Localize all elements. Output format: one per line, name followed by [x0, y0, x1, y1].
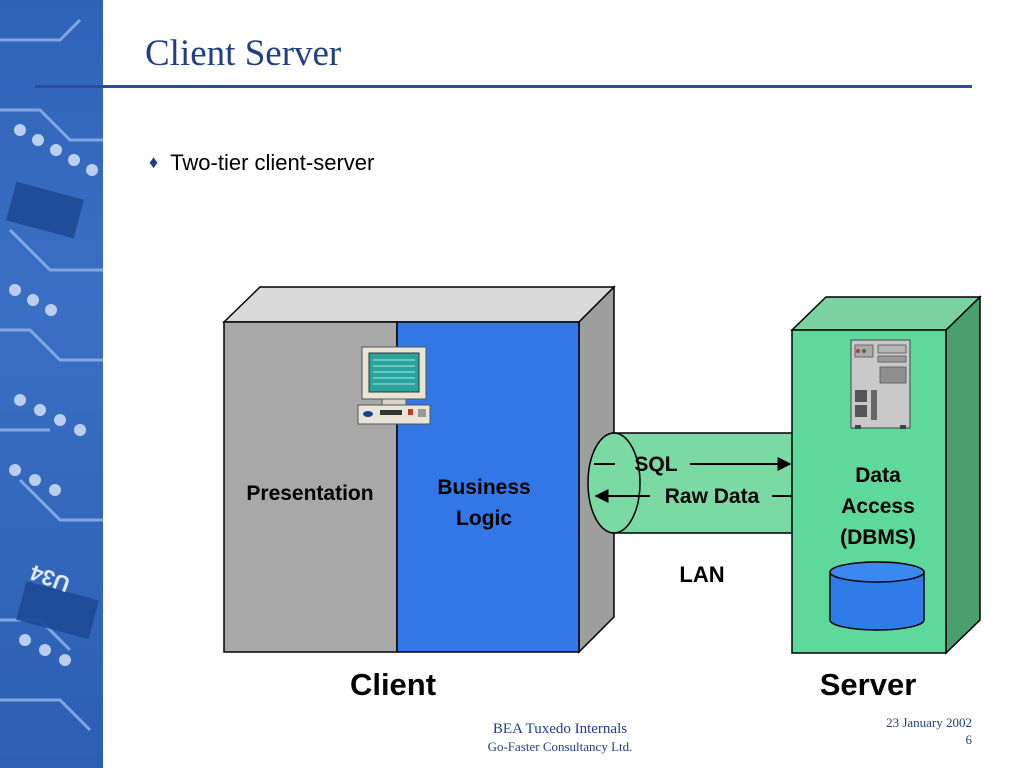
page-title: Client Server [145, 33, 342, 74]
business-logic-label-line1: Business [437, 476, 530, 499]
footer-meta: 23 January 2002 6 [852, 714, 972, 748]
raw-data-label: Raw Data [665, 485, 760, 508]
data-access-label-line2: Access [841, 495, 915, 518]
sidebar-decoration: U34 [0, 0, 103, 768]
circuit-board-graphic [0, 18, 103, 732]
server-tower-icon [850, 339, 911, 429]
bullet-text: Two-tier client-server [170, 150, 375, 175]
lan-pipe [587, 432, 792, 534]
footer-date: 23 January 2002 [886, 715, 972, 730]
data-access-label-line3: (DBMS) [840, 526, 916, 549]
footer-course-title: BEA Tuxedo Internals [492, 721, 628, 737]
title-divider [35, 85, 972, 88]
lan-label: LAN [679, 562, 724, 587]
database-cylinder-icon [829, 561, 925, 631]
client-box [222, 285, 616, 654]
footer-company: Go-Faster Consultancy Ltd. [487, 739, 633, 754]
bullet-item: ♦ Two-tier client-server [149, 150, 374, 176]
diamond-bullet-icon: ♦ [149, 152, 159, 172]
server-label: Server [820, 667, 917, 702]
business-logic-label-line2: Logic [456, 507, 512, 530]
page-number: 6 [965, 732, 973, 747]
presentation-label: Presentation [246, 482, 373, 505]
sql-label: SQL [634, 453, 677, 476]
desktop-computer-icon [357, 346, 431, 425]
footer-credits: BEA Tuxedo Internals Go-Faster Consultan… [440, 720, 680, 756]
business-logic-panel [396, 321, 580, 653]
data-access-label-line1: Data [855, 464, 901, 487]
client-label: Client [350, 667, 436, 702]
